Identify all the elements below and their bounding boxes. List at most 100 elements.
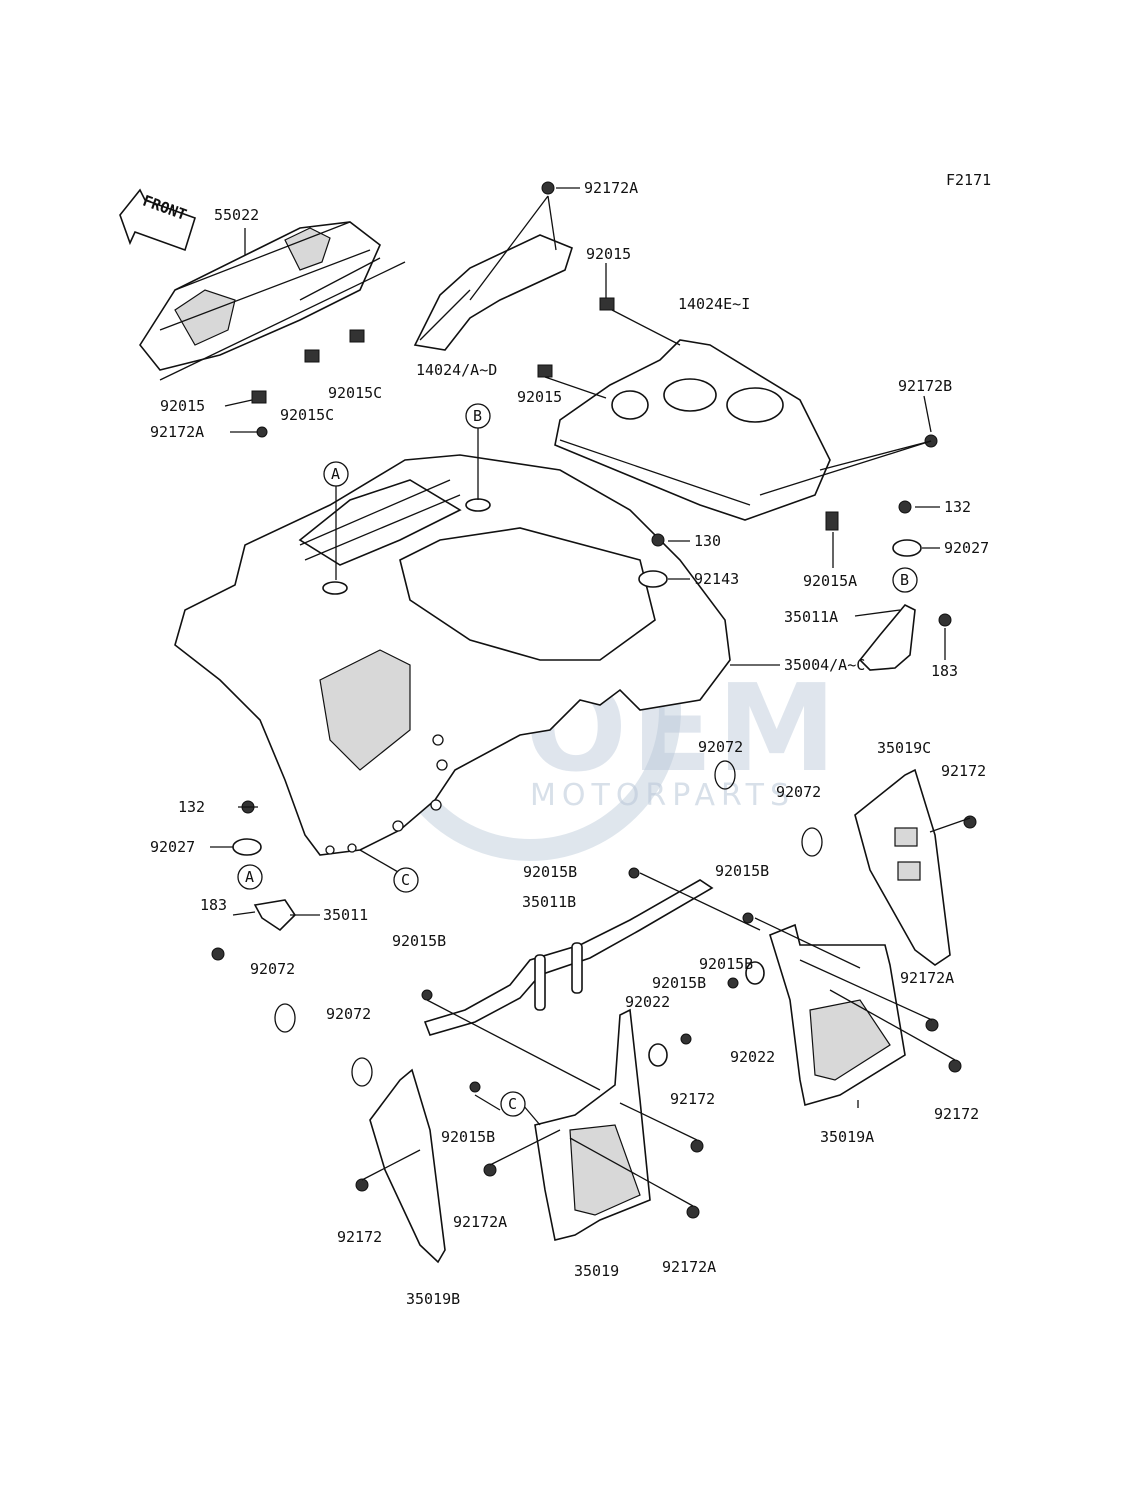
clip-icon xyxy=(537,364,553,378)
callout-92172A-top: 92172A xyxy=(584,179,638,197)
clip-icon xyxy=(599,297,615,311)
clip-icon xyxy=(825,511,839,531)
callout-92143: 92143 xyxy=(694,570,739,588)
callout-92172-rb: 92172 xyxy=(934,1105,979,1123)
screw-icon xyxy=(355,1178,369,1192)
grommet-icon xyxy=(232,838,262,856)
nut-icon xyxy=(469,1081,481,1093)
screw-icon xyxy=(948,1059,962,1073)
callout-183-left: 183 xyxy=(200,896,227,914)
callout-92172A-c: 92172A xyxy=(453,1213,507,1231)
callout-183-right: 183 xyxy=(931,662,958,680)
callout-14024E: 14024E~I xyxy=(678,295,750,313)
clip-icon xyxy=(304,349,320,363)
bolt-icon xyxy=(651,533,665,547)
callout-35004: 35004/A~C xyxy=(784,656,865,674)
callout-92015-mid: 92015 xyxy=(517,388,562,406)
screw-icon xyxy=(483,1163,497,1177)
callout-92015C-1: 92015C xyxy=(328,384,382,402)
callout-92172A-r1: 92172A xyxy=(900,969,954,987)
callout-35011: 35011 xyxy=(323,906,368,924)
callout-labels: 55022 92172A 92015 14024E~I 14024/A~D 92… xyxy=(150,179,989,1308)
callout-92015-top: 92015 xyxy=(586,245,631,263)
marker-a-lower: A xyxy=(237,864,263,890)
callout-35019C: 35019C xyxy=(877,739,931,757)
marker-c-lower: C xyxy=(500,1091,526,1117)
callout-92015B-a: 92015B xyxy=(523,863,577,881)
callout-35019A: 35019A xyxy=(820,1128,874,1146)
svg-text:A: A xyxy=(331,465,340,483)
callout-35019: 35019 xyxy=(574,1262,619,1280)
watermark-sub: MOTORPARTS xyxy=(530,778,795,813)
cable-tie-icon xyxy=(274,1003,296,1033)
callout-92027-left: 92027 xyxy=(150,838,195,856)
svg-text:B: B xyxy=(900,571,909,589)
callout-92072-d: 92072 xyxy=(326,1005,371,1023)
callout-92072-a: 92072 xyxy=(698,738,743,756)
grommet-icon xyxy=(892,539,922,557)
callout-55022: 55022 xyxy=(214,206,259,224)
clip-icon xyxy=(251,390,267,404)
callout-92172-c: 92172 xyxy=(670,1090,715,1108)
mudflap-35019 xyxy=(534,1008,651,1241)
cable-tie-icon xyxy=(351,1057,373,1087)
screw-icon xyxy=(256,426,268,438)
screw-icon xyxy=(925,1018,939,1032)
mudflap-35019B xyxy=(369,1068,446,1264)
bolt-icon xyxy=(898,500,912,514)
screw-icon xyxy=(541,181,555,195)
callout-92015-left: 92015 xyxy=(160,397,205,415)
bolt-icon xyxy=(938,613,952,627)
bolt-icon xyxy=(211,947,225,961)
nut-icon xyxy=(628,867,640,879)
clip-icon xyxy=(349,329,365,343)
screw-icon xyxy=(690,1139,704,1153)
callout-92072-c: 92072 xyxy=(250,960,295,978)
nut-icon xyxy=(742,912,754,924)
callout-132-right: 132 xyxy=(944,498,971,516)
mudflap-35019A xyxy=(769,923,906,1107)
marker-b-lower: B xyxy=(892,567,918,593)
marker-c-upper: C xyxy=(393,867,419,893)
callout-92027-right: 92027 xyxy=(944,539,989,557)
svg-text:C: C xyxy=(508,1095,517,1113)
callout-92172-right: 92172 xyxy=(941,762,986,780)
callout-92172A-b: 92172A xyxy=(662,1258,716,1276)
marker-b-upper: B xyxy=(465,403,491,429)
callout-35011A: 35011A xyxy=(784,608,838,626)
nut-icon xyxy=(680,1033,692,1045)
side-panel-14024AD xyxy=(413,234,573,351)
callout-92172-lb: 92172 xyxy=(337,1228,382,1246)
callout-92015C-2: 92015C xyxy=(280,406,334,424)
screw-icon xyxy=(686,1205,700,1219)
screw-icon xyxy=(963,815,977,829)
callout-132-left: 132 xyxy=(178,798,205,816)
rear-fender-35004 xyxy=(174,454,731,856)
grommet-icon xyxy=(638,570,668,588)
callout-92015B-f: 92015B xyxy=(441,1128,495,1146)
callout-35011B: 35011B xyxy=(522,893,576,911)
leader-lines xyxy=(159,187,971,1207)
callout-92015B-e: 92015B xyxy=(652,974,706,992)
callout-92172B: 92172B xyxy=(898,377,952,395)
callout-92172A-left: 92172A xyxy=(150,423,204,441)
svg-text:C: C xyxy=(401,871,410,889)
washer-icon xyxy=(745,961,765,985)
callout-14024AD: 14024/A~D xyxy=(416,361,497,379)
cable-tie-icon xyxy=(801,827,823,857)
callout-92015A: 92015A xyxy=(803,572,857,590)
bracket-35011 xyxy=(253,899,297,932)
washer-icon xyxy=(648,1043,668,1067)
marker-a-upper: A xyxy=(323,461,349,487)
nut-icon xyxy=(421,989,433,1001)
callout-92022-b: 92022 xyxy=(730,1048,775,1066)
front-arrow-icon: FRONT xyxy=(119,188,196,252)
nut-icon xyxy=(727,977,739,989)
callout-130: 130 xyxy=(694,532,721,550)
callout-92015B-c: 92015B xyxy=(392,932,446,950)
figure-code: F2171 xyxy=(946,171,991,189)
mudflap-35019C xyxy=(854,768,951,966)
carrier-rack-55022 xyxy=(139,221,381,371)
callout-92015B-b: 92015B xyxy=(715,862,769,880)
